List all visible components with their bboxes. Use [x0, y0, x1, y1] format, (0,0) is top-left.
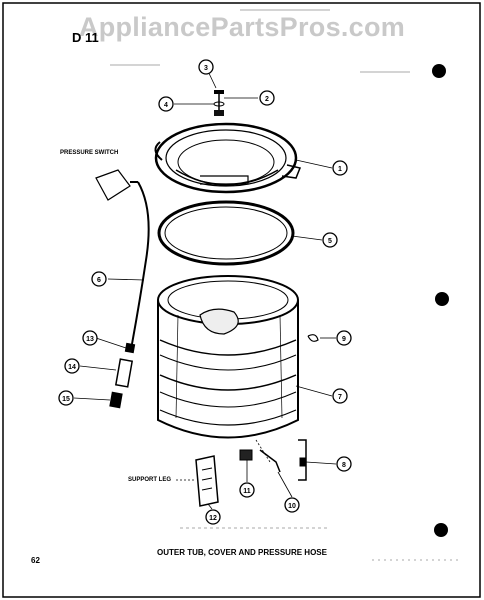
leader-lines: [73, 66, 337, 510]
callout-number-13: 13: [86, 336, 94, 343]
callout-number-8: 8: [342, 462, 346, 469]
callout-3: 3: [198, 59, 214, 75]
scan-noise: [110, 9, 460, 561]
page-number: 62: [31, 556, 40, 565]
callout-number-6: 6: [97, 277, 101, 284]
tub-gasket: [157, 200, 295, 266]
callout-12: 12: [205, 509, 221, 525]
outer-tub: [157, 275, 299, 439]
callout-number-3: 3: [204, 65, 208, 72]
support-leg-label: SUPPORT LEG: [128, 477, 172, 483]
binder-hole-bottom: [434, 523, 448, 537]
callout-5: 5: [322, 232, 338, 248]
callout-number-10: 10: [288, 503, 296, 510]
binder-hole-top: [432, 64, 446, 78]
page-code: D 11: [72, 30, 99, 45]
screw-and-washer: [213, 90, 225, 116]
callout-number-4: 4: [164, 102, 168, 109]
callout-11: 11: [239, 482, 255, 498]
callout-7: 7: [332, 388, 348, 404]
watermark: AppliancePartsPros.com: [78, 12, 406, 42]
callout-number-5: 5: [328, 238, 332, 245]
callout-number-1: 1: [338, 166, 342, 173]
callout-number-14: 14: [68, 364, 76, 371]
callout-1: 1: [332, 160, 348, 176]
callout-4: 4: [158, 96, 174, 112]
callout-13: 13: [82, 330, 98, 346]
callout-number-2: 2: [265, 96, 269, 103]
callout-9: 9: [336, 330, 352, 346]
lower-bracket-parts: [239, 439, 307, 481]
callout-number-15: 15: [62, 396, 70, 403]
callout-14: 14: [64, 358, 80, 374]
callouts: 1 2 3 4 5 6 7 8 9 10 11 12 13 14 15: [58, 59, 352, 525]
callout-number-11: 11: [243, 488, 251, 495]
tub-cover: [154, 122, 302, 194]
callout-6: 6: [91, 271, 107, 287]
callout-number-7: 7: [338, 394, 342, 401]
callout-2: 2: [259, 90, 275, 106]
callout-10: 10: [284, 497, 300, 513]
callout-8: 8: [336, 456, 352, 472]
pressure-switch-label: PRESSURE SWITCH: [60, 150, 119, 156]
support-leg: [176, 455, 219, 507]
callout-number-12: 12: [209, 515, 217, 522]
binder-hole-middle: [435, 292, 449, 306]
diagram-caption: OUTER TUB, COVER AND PRESSURE HOSE: [157, 548, 327, 557]
hose-clip: [307, 334, 319, 342]
callout-15: 15: [58, 390, 74, 406]
callout-number-9: 9: [342, 336, 346, 343]
pressure-switch-and-hose: [95, 169, 150, 409]
